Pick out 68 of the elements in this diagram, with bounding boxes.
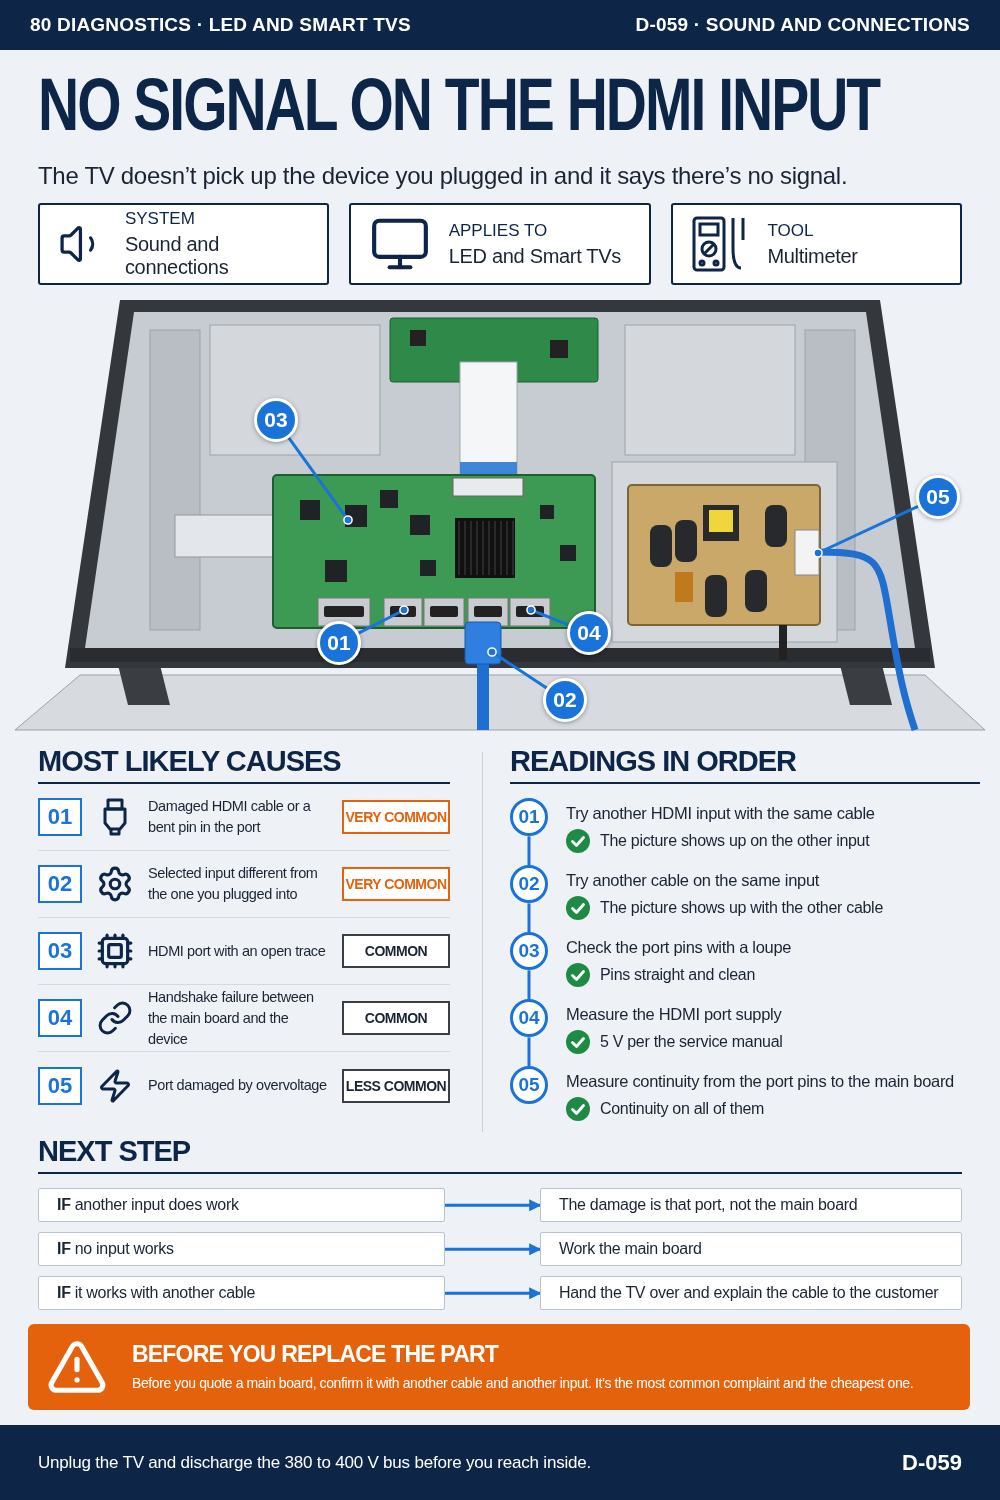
leader-line — [287, 436, 353, 525]
step-text: Try another HDMI input with the same cable — [566, 804, 875, 824]
step-text: Measure continuity from the port pins to the main board — [566, 1072, 954, 1092]
step-number: 03 — [510, 932, 548, 971]
frequency-badge: COMMON — [342, 934, 450, 969]
header-text: 80 DIAGNOSTICS · LED AND SMART TVS — [30, 14, 411, 36]
step-number: 05 — [510, 1066, 548, 1105]
leader-line — [487, 647, 548, 690]
number-box: 05 — [38, 1066, 82, 1105]
warning-title: BEFORE YOU REPLACE THE PART — [132, 1341, 500, 1369]
header-text: D-059 · SOUND AND CONNECTIONS — [635, 14, 970, 36]
section-heading: READINGS IN ORDER — [510, 745, 796, 777]
step-number: 04 — [510, 999, 548, 1038]
step-number: 02 — [510, 865, 548, 904]
number-box: 03 — [38, 932, 82, 971]
info-card — [671, 203, 962, 285]
number-box: 02 — [38, 865, 82, 904]
result-text: The picture shows up on the other input — [600, 832, 870, 851]
leader-line — [526, 605, 570, 627]
arrow — [445, 1287, 542, 1300]
callout-number: 05 — [916, 475, 960, 519]
action-box: Hand the TV over and explain the cable to the customer — [540, 1276, 962, 1311]
step-number: 01 — [510, 798, 548, 837]
card-value: Multimeter — [767, 244, 858, 268]
connector-line — [527, 1037, 531, 1067]
info-card — [348, 203, 652, 285]
action-box: Work the main board — [540, 1232, 962, 1267]
info-card — [38, 203, 329, 285]
condition-box: IF no input works — [38, 1232, 445, 1267]
cause-text: Selected input different from the one you plugged into — [148, 864, 319, 905]
card-value: LED and Smart TVs — [448, 244, 622, 268]
step-text: Measure the HDMI port supply — [566, 1005, 783, 1025]
title: NO SIGNAL ON THE HDMI INPUT — [38, 68, 881, 143]
arrow — [445, 1199, 542, 1212]
result-text: 5 V per the service manual — [600, 1033, 783, 1052]
cause-text: Port damaged by overvoltage — [148, 1076, 328, 1096]
cause-text: HDMI port with an open trace — [148, 941, 327, 961]
connector-line — [527, 836, 531, 866]
cause-text: Handshake failure between the main board and the device — [148, 987, 315, 1049]
subtitle: The TV doesn’t pick up the device you plugged in and it says there’s no signal. — [38, 162, 849, 190]
frequency-badge: VERY COMMON — [342, 800, 450, 835]
frequency-badge: LESS COMMON — [342, 1068, 450, 1103]
arrow — [445, 1243, 542, 1256]
action-box: The damage is that port, not the main board — [540, 1188, 962, 1223]
footer-text: Unplug the TV and discharge the 380 to 400 V bus before you reach inside. — [38, 1452, 592, 1473]
section-heading: NEXT STEP — [38, 1135, 191, 1167]
step-text: Try another cable on the same input — [566, 871, 821, 891]
connector-line — [527, 903, 531, 933]
condition-box: IF it works with another cable — [38, 1276, 445, 1311]
card-label: APPLIES TO — [448, 220, 549, 241]
result-text: Continuity on all of them — [600, 1100, 765, 1119]
number-box: 04 — [38, 999, 82, 1038]
footer-code: D-059 — [902, 1449, 962, 1476]
warning-text: Before you quote a main board, confirm it with another cable and another input. It’s the most common complaint and the cheapest one. — [132, 1374, 914, 1393]
number-box: 01 — [38, 798, 82, 837]
connector-line — [527, 970, 531, 1000]
condition-box: IF another input does work — [38, 1188, 445, 1223]
result-text: Pins straight and clean — [600, 966, 755, 985]
result-text: The picture shows up with the other cable — [600, 899, 883, 918]
card-label: TOOL — [767, 220, 815, 241]
step-text: Check the port pins with a loupe — [566, 938, 792, 958]
section-heading: MOST LIKELY CAUSES — [38, 745, 341, 777]
cause-text: Damaged HDMI cable or a bent pin in the port — [148, 797, 312, 838]
frequency-badge: VERY COMMON — [342, 867, 450, 902]
frequency-badge: COMMON — [342, 1001, 450, 1036]
card-label: SYSTEM — [124, 209, 196, 229]
warning-banner — [28, 1324, 970, 1410]
card-value: Sound and connections — [124, 233, 230, 279]
